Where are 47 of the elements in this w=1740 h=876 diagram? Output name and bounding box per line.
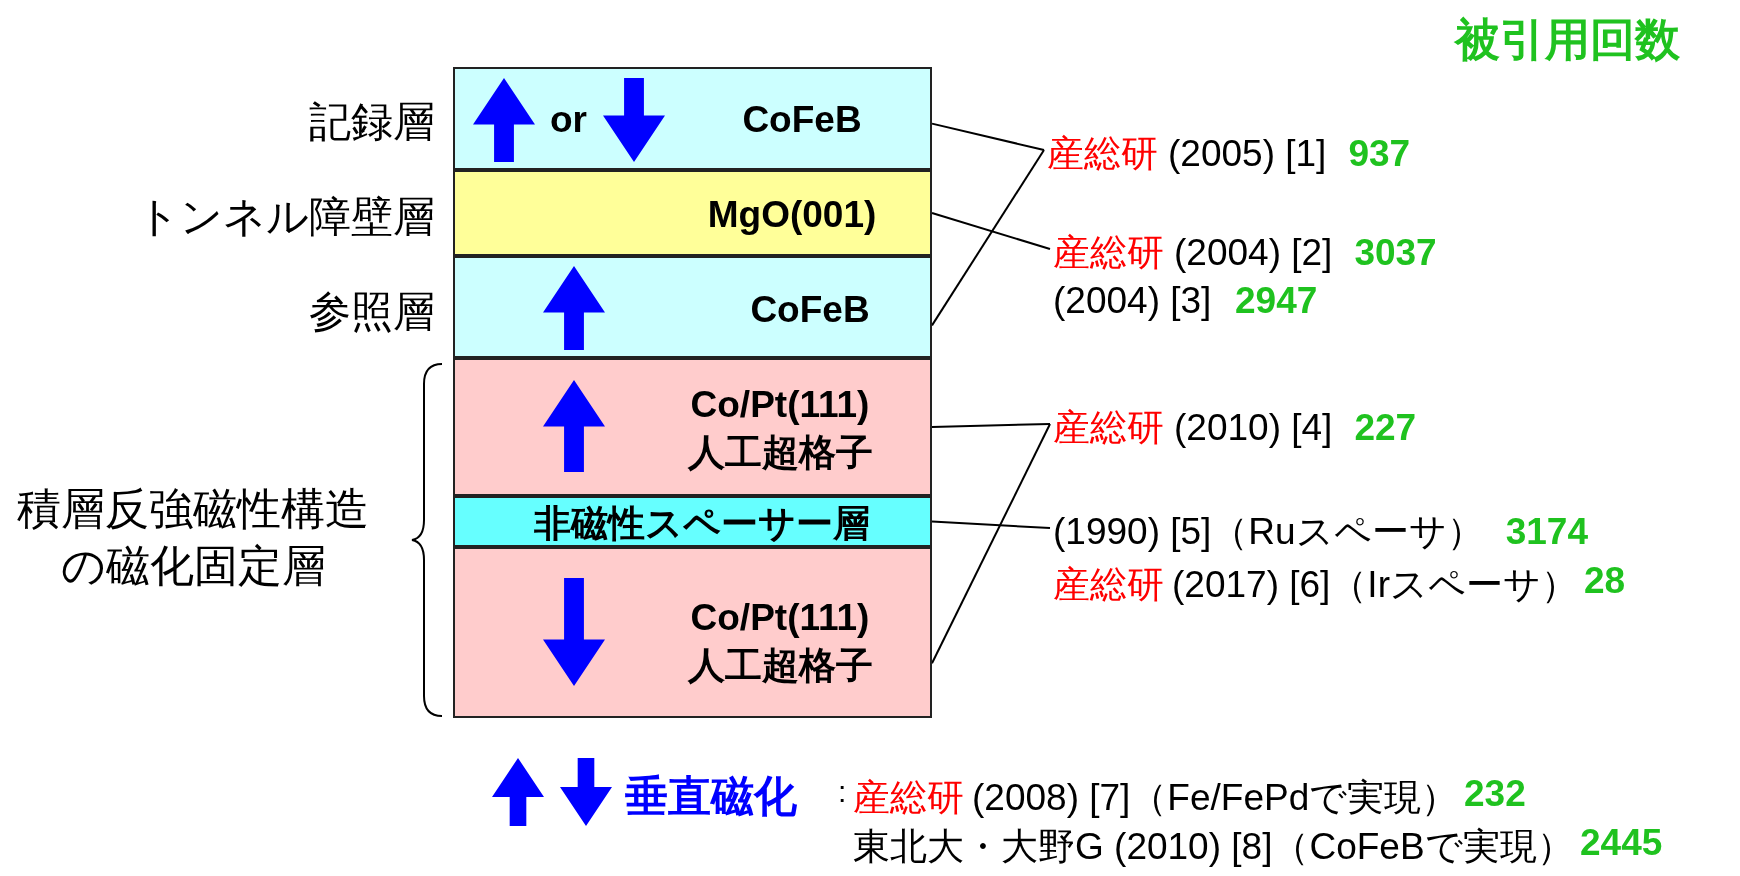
citation-reference: 東北大・大野G (2010) [8]（CoFeBで実現） xyxy=(853,825,1574,869)
citation-count: 3037 xyxy=(1354,232,1437,273)
layer-band xyxy=(453,170,932,256)
layer-label: or xyxy=(550,97,587,142)
citation-count: 227 xyxy=(1354,407,1417,448)
citation-org: 産総研 xyxy=(1053,232,1164,273)
citation-org: 産総研 xyxy=(1047,133,1158,174)
layer-band xyxy=(453,256,932,358)
citation-org: 産総研 xyxy=(1053,407,1164,448)
citation-reference: (2005) [1] xyxy=(1168,133,1327,174)
citation-count: 2947 xyxy=(1235,280,1318,322)
citation-org: 産総研 xyxy=(1053,563,1164,607)
column-heading: 被引用回数 xyxy=(1455,13,1680,67)
citation-reference: (2008) [7]（Fe/FePdで実現） xyxy=(972,776,1459,820)
citation-reference: (1990) [5]（Ruスペーサ） xyxy=(1053,511,1484,552)
leader-line xyxy=(931,423,1051,665)
layer-name: トンネル障壁層 xyxy=(137,192,435,242)
citation-reference: (2010) [4] xyxy=(1174,407,1333,448)
layer-label: Co/Pt(111) 人工超格子 xyxy=(686,595,874,688)
citation-count: 937 xyxy=(1348,133,1411,174)
leader-line xyxy=(931,423,1051,428)
leader-line xyxy=(931,520,1051,529)
layer-label: CoFeB xyxy=(750,287,870,332)
citation-count: 232 xyxy=(1464,773,1526,815)
leader-line xyxy=(931,212,1051,250)
layer-band xyxy=(453,358,932,496)
leader-line xyxy=(931,122,1045,151)
layer-name: 記録層 xyxy=(309,97,435,147)
layer-label: 非磁性スペーサー層 xyxy=(534,501,870,546)
citation-count: 3174 xyxy=(1505,511,1588,552)
layer-label: CoFeB xyxy=(742,97,862,142)
citation-count: 2445 xyxy=(1580,822,1663,864)
separator-text: : xyxy=(838,775,847,809)
leader-line xyxy=(931,149,1045,327)
layer-band xyxy=(453,496,932,547)
citation-reference: (2004) [3] xyxy=(1053,280,1212,322)
citation-reference: (2017) [6]（Irスペーサ） xyxy=(1172,563,1578,607)
citation-reference: (2004) [2] xyxy=(1174,232,1333,273)
layer-label: MgO(001) xyxy=(707,192,877,237)
citation-count: 28 xyxy=(1584,560,1626,602)
group-label: 積層反強磁性構造の磁化固定層 xyxy=(16,483,370,593)
layer-band xyxy=(453,547,932,718)
layer-band xyxy=(453,67,932,170)
layer-label: Co/Pt(111) 人工超格子 xyxy=(686,382,874,475)
citation-org: 産総研 xyxy=(853,776,964,820)
layer-name: 参照層 xyxy=(309,287,435,337)
caption-label: 垂直磁化 xyxy=(625,771,797,822)
